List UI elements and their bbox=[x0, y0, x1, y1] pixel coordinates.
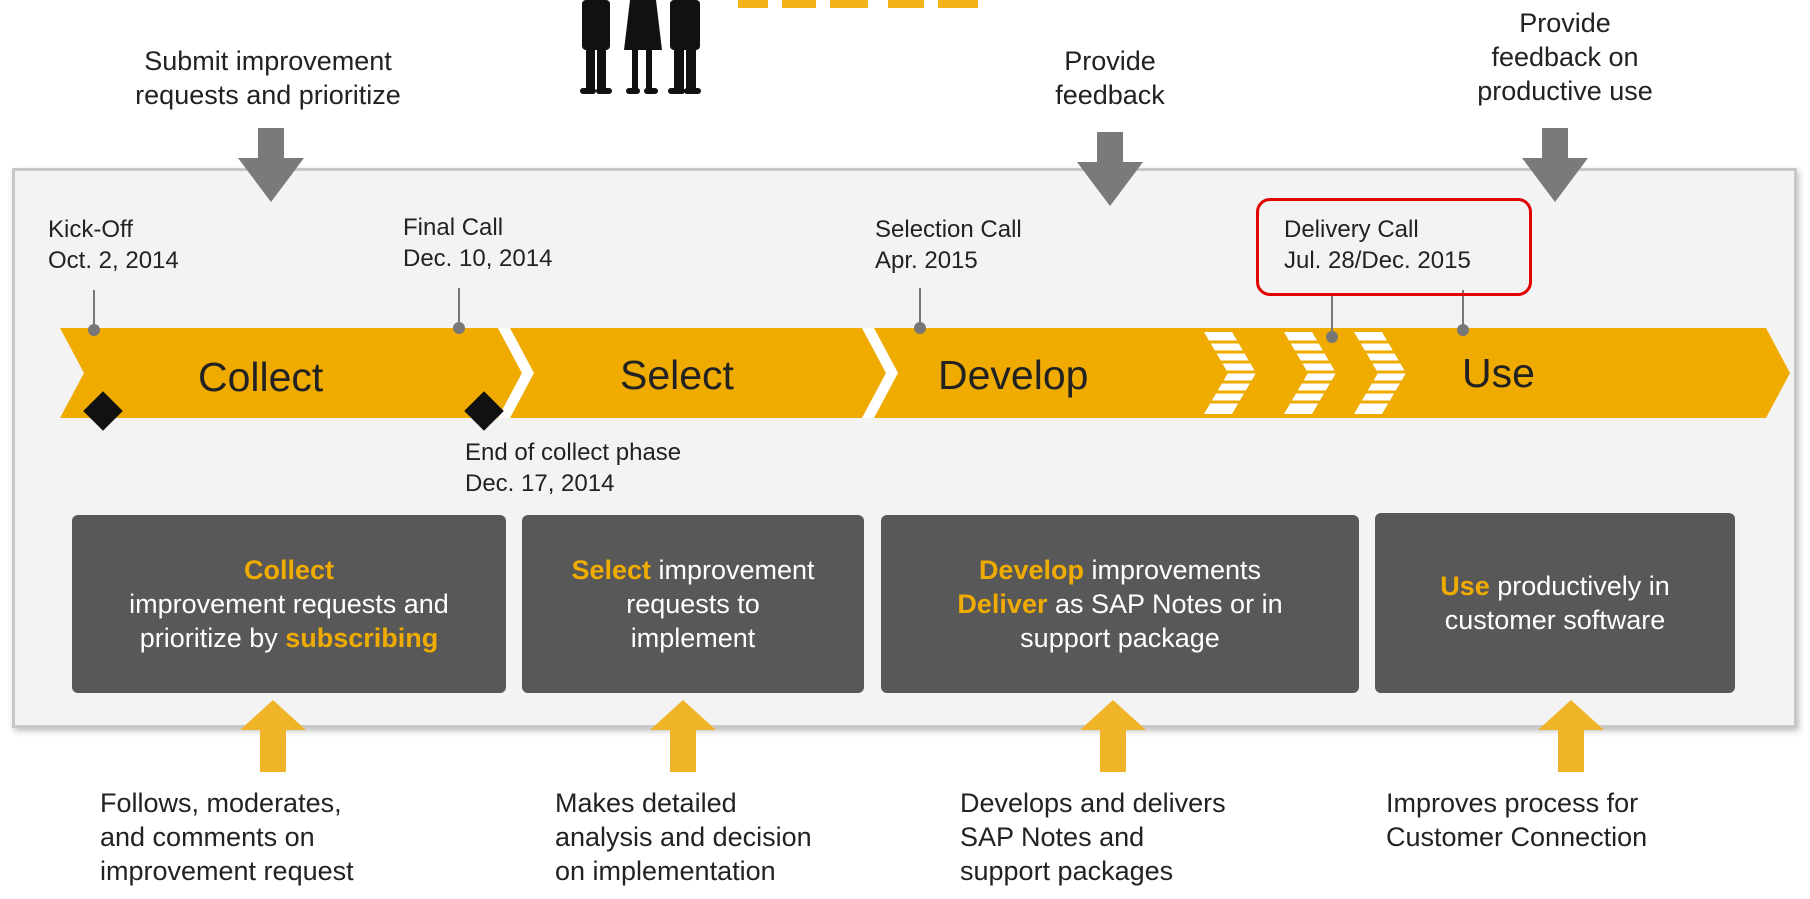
phase-box-collect: Collect improvement requests and priorit… bbox=[72, 515, 506, 693]
top-note-submit: Submit improvement requests and prioriti… bbox=[135, 46, 401, 110]
striped-chevron-icon bbox=[1280, 332, 1342, 414]
up-arrow-icon bbox=[240, 700, 306, 772]
milestone-dot bbox=[88, 324, 100, 336]
milestone-stem bbox=[1331, 296, 1333, 334]
chevron-collect bbox=[60, 328, 522, 418]
down-arrow-icon bbox=[1077, 132, 1143, 206]
milestone-delivery-call: Delivery Call Jul. 28/Dec. 2015 bbox=[1284, 216, 1471, 274]
phase-box-develop: Develop improvements Deliver as SAP Note… bbox=[881, 515, 1359, 693]
phase-label-collect: Collect bbox=[198, 354, 324, 400]
bottom-note-collect: Follows, moderates, and comments on impr… bbox=[100, 788, 354, 886]
chevron-select bbox=[500, 328, 886, 418]
phase-label-use: Use bbox=[1462, 350, 1535, 396]
phase-chevron-band bbox=[60, 328, 1790, 418]
milestone-kickoff: Kick-Off Oct. 2, 2014 bbox=[48, 216, 179, 274]
phase-label-develop: Develop bbox=[938, 352, 1089, 398]
top-note-productive-feedback: Provide feedback on productive use bbox=[1477, 8, 1653, 106]
chevron-develop bbox=[862, 328, 1204, 418]
milestone-dot bbox=[914, 322, 926, 334]
milestone-final-call: Final Call Dec. 10, 2014 bbox=[403, 214, 553, 272]
bottom-note-use: Improves process for Customer Connection bbox=[1386, 788, 1648, 852]
striped-chevron-icon bbox=[1200, 332, 1262, 414]
milestone-stem bbox=[458, 288, 460, 328]
people-silhouette-icon bbox=[580, 0, 701, 94]
phase-label-select: Select bbox=[620, 352, 734, 398]
milestone-stem bbox=[919, 288, 921, 328]
down-arrow-icon bbox=[238, 128, 304, 202]
up-arrow-icon bbox=[1080, 700, 1146, 772]
milestone-stem bbox=[1462, 290, 1464, 328]
milestone-dot bbox=[453, 322, 465, 334]
milestone-selection-call: Selection Call Apr. 2015 bbox=[875, 216, 1022, 274]
milestone-stem bbox=[93, 290, 95, 330]
phase-box-use: Use productively in customer software bbox=[1375, 513, 1735, 693]
milestone-end-of-collect: End of collect phase Dec. 17, 2014 bbox=[465, 439, 682, 497]
orange-title-fragment bbox=[738, 0, 988, 8]
bottom-note-develop: Develops and delivers SAP Notes and supp… bbox=[960, 788, 1226, 886]
bottom-note-select: Makes detailed analysis and decision on … bbox=[555, 788, 812, 886]
up-arrow-icon bbox=[650, 700, 716, 772]
milestone-dot bbox=[1457, 324, 1469, 336]
milestone-dot bbox=[1326, 331, 1338, 343]
delivery-call-highlight-frame bbox=[1256, 198, 1532, 296]
up-arrow-icon bbox=[1538, 700, 1604, 772]
striped-chevron-icon bbox=[1350, 332, 1412, 414]
phase-box-select: Select improvement requests to implement bbox=[522, 515, 864, 693]
down-arrow-icon bbox=[1522, 128, 1588, 202]
top-note-feedback: Provide feedback bbox=[1055, 46, 1165, 110]
